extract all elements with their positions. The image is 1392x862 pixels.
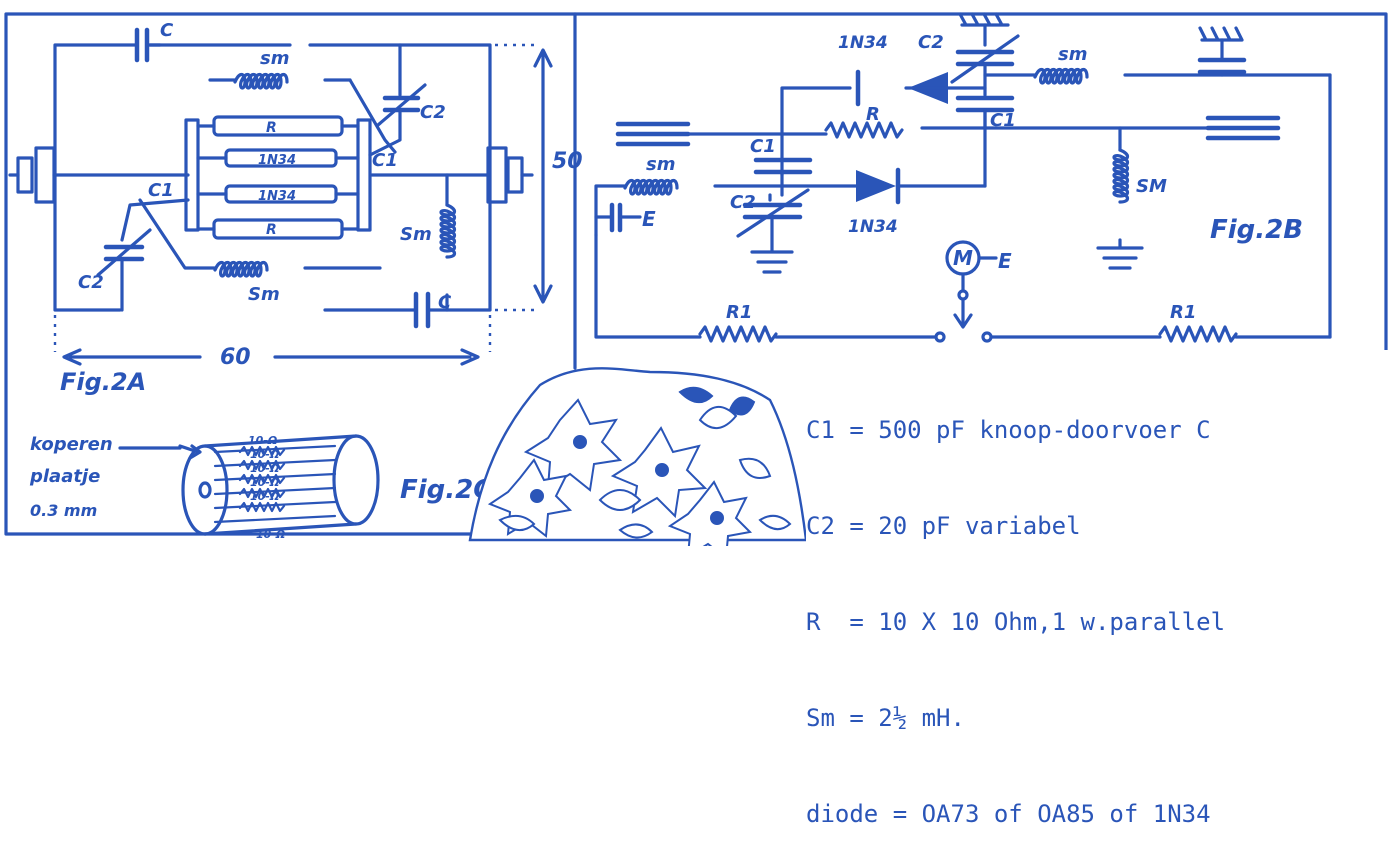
- fig2c-caption: Fig.2C: [400, 475, 492, 505]
- fig2a-dim-width: 60: [220, 345, 251, 370]
- fig2c-res-label-5: 10-Ω: [250, 490, 279, 503]
- fig2b-c2-left: C2: [730, 192, 756, 213]
- fig2b-r-mid: R: [866, 104, 880, 125]
- fig2c-res-label-3: 10-Ω: [250, 462, 279, 475]
- fig2a-c2-left: C2: [78, 272, 104, 293]
- parts-list-sm: Sm = 2½ mH.: [806, 704, 965, 732]
- fig2a-c2-right: C2: [420, 102, 446, 123]
- parts-list-r: R = 10 X 10 Ohm,1 w.parallel: [806, 608, 1226, 636]
- fig2a-c1-left: C1: [148, 180, 174, 201]
- parts-list-diode: diode = OA73 of OA85 of 1N34: [806, 800, 1211, 828]
- fig-2b-schematic: [594, 12, 1332, 343]
- fig-2a-schematic: [8, 27, 553, 366]
- parts-list-c1: C1 = 500 pF knoop-doorvoer C: [806, 416, 1211, 444]
- schematic-sheet: C sm C2 R 1N34 1N34 R C1 C1 C2 Sm Sm C 5…: [4, 12, 1388, 828]
- fig2b-meter: M: [953, 246, 973, 270]
- fig2b-sm-right: SM: [1136, 176, 1167, 197]
- fig2a-sm-top: sm: [260, 48, 289, 69]
- fig2a-r-bottom: R: [266, 222, 277, 238]
- fig2c-res-label-2: 10-Ω: [250, 448, 279, 461]
- fig2c-note-3: 0.3 mm: [30, 501, 97, 520]
- fig2a-c1-right: C1: [372, 150, 398, 171]
- fig2b-c1-left: C1: [750, 136, 776, 157]
- fig2a-dim-height: 50: [552, 149, 583, 174]
- fig2c-res-label-1: 10-Ω: [248, 434, 277, 447]
- fig2c-note-2: plaatje: [29, 466, 100, 487]
- fig2c-note-1: koperen: [30, 434, 113, 455]
- fig2b-c2-top: C2: [918, 32, 944, 53]
- schematic-svg: C sm C2 R 1N34 1N34 R C1 C1 C2 Sm Sm C 5…: [4, 12, 1388, 560]
- fig2b-diode-bottom: 1N34: [848, 217, 898, 237]
- fig2b-sm-top: sm: [1058, 44, 1087, 65]
- fig-2c-drawing: [118, 434, 380, 536]
- fig2a-diode1: 1N34: [258, 153, 296, 168]
- fig2b-diode-top: 1N34: [838, 33, 888, 53]
- fig2b-r1-left: R1: [726, 302, 752, 323]
- fig2a-r-top: R: [266, 120, 277, 136]
- fig2b-ground-left: E: [642, 207, 656, 231]
- fig2c-res-label-6: 10-Ω: [256, 528, 285, 541]
- fig2b-caption: Fig.2B: [1210, 215, 1303, 245]
- fig2b-sm-left: sm: [646, 154, 675, 175]
- parts-list: C1 = 500 pF knoop-doorvoer C C2 = 20 pF …: [806, 350, 1391, 862]
- floral-decoration: [468, 367, 808, 560]
- parts-list-c2: C2 = 20 pF variabel: [806, 512, 1081, 540]
- fig2a-caption: Fig.2A: [60, 368, 146, 396]
- fig2b-c1-top: C1: [990, 110, 1016, 131]
- fig2b-r1-right: R1: [1170, 302, 1196, 323]
- fig2a-diode2: 1N34: [258, 189, 296, 204]
- fig2a-c-top: C: [160, 20, 174, 41]
- fig2b-ground-meter: E: [998, 249, 1012, 273]
- fig2a-c-bottom: C: [438, 292, 452, 313]
- fig2a-sm-bottom: Sm: [248, 284, 280, 305]
- fig2c-res-label-4: 10-Ω: [250, 476, 279, 489]
- fig2a-sm-right: Sm: [400, 224, 432, 245]
